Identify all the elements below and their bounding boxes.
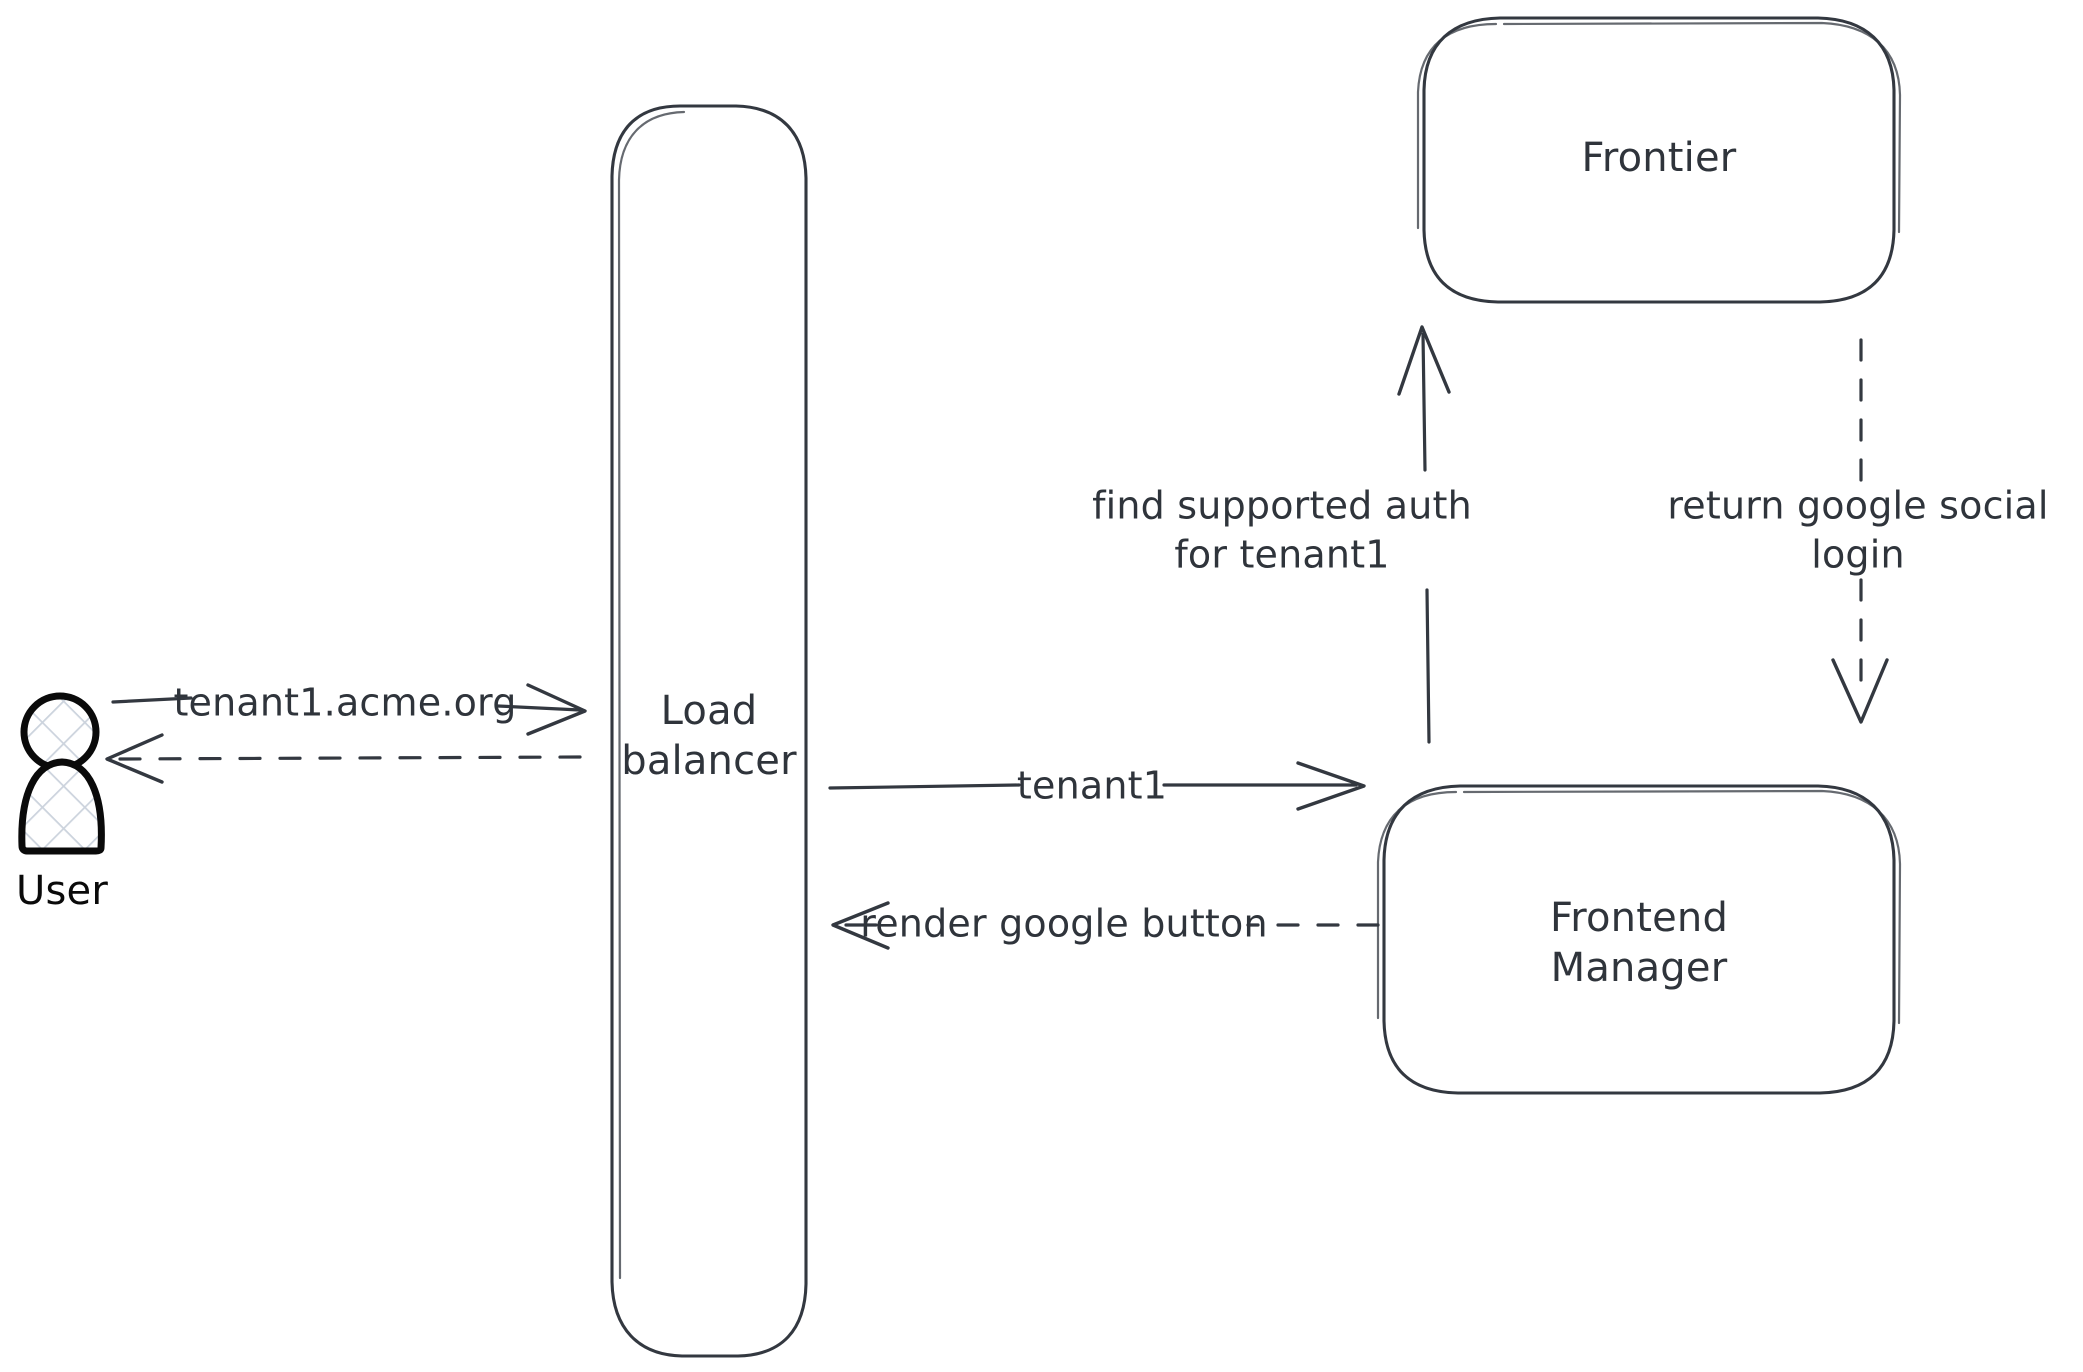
edge-lb-fm-arrowhead	[1296, 761, 1366, 811]
edge-frontier-fm-label-line1: return google social	[1667, 484, 2048, 528]
user-body-icon	[18, 758, 105, 855]
edge-fm-frontier-arrowhead	[1397, 325, 1451, 396]
edge-fm-lb-label: render google button	[860, 902, 1268, 946]
edge-fm-frontier-label-line1: find supported auth	[1092, 484, 1472, 528]
edge-fm-frontier-upper-stub	[1421, 332, 1427, 472]
load-balancer-label-line2: balancer	[621, 738, 797, 784]
edge-load-balancer-to-user[interactable]	[105, 733, 582, 784]
edge-lb-user-arrowhead	[105, 733, 164, 784]
edge-user-lb-left-stub	[111, 696, 193, 704]
edge-lb-fm-left-stub	[828, 783, 1021, 790]
user-actor-label: User	[16, 868, 108, 914]
frontier-label: Frontier	[1582, 135, 1737, 181]
user-head-icon	[20, 692, 100, 772]
frontend-manager-label-line2: Manager	[1551, 945, 1728, 991]
user-actor[interactable]: User	[16, 692, 108, 914]
frontier-outline	[1422, 16, 1896, 304]
edge-user-lb-arrowhead	[526, 683, 587, 736]
edge-fm-frontier-lower-stub	[1425, 588, 1431, 744]
frontend-manager-label-line1: Frontend	[1550, 895, 1728, 941]
load-balancer-label-line1: Load	[661, 688, 758, 734]
frontend-manager-outline	[1382, 784, 1896, 1095]
edge-load-balancer-to-frontend-manager[interactable]: tenant1	[828, 761, 1366, 811]
edge-user-to-load-balancer[interactable]: tenant1.acme.org	[111, 681, 587, 736]
edge-user-lb-right-stub	[496, 704, 582, 712]
edge-frontend-manager-to-load-balancer[interactable]: render google button	[831, 901, 1380, 950]
edge-frontier-fm-arrowhead	[1831, 658, 1889, 724]
frontend-manager-sketch-stroke	[1376, 789, 1902, 1025]
edge-fm-frontier-label-line2: for tenant1	[1174, 533, 1389, 577]
edge-lb-user-line	[118, 755, 582, 761]
frontier-node[interactable]: Frontier	[1416, 16, 1902, 304]
edge-frontend-manager-to-frontier[interactable]: find supported auth for tenant1	[1092, 325, 1472, 744]
edge-lb-fm-label: tenant1	[1017, 764, 1167, 808]
load-balancer-sketch-stroke	[617, 110, 686, 1280]
load-balancer-outline	[610, 104, 808, 1358]
edge-frontier-fm-label-line2: login	[1811, 533, 1905, 577]
edge-fm-lb-arrowhead	[831, 901, 890, 950]
load-balancer-node[interactable]: Load balancer	[610, 104, 808, 1358]
frontier-sketch-stroke	[1416, 21, 1902, 234]
edge-frontier-to-frontend-manager[interactable]: return google social login	[1667, 338, 2048, 724]
edge-user-lb-label: tenant1.acme.org	[173, 681, 516, 725]
frontend-manager-node[interactable]: Frontend Manager	[1376, 784, 1902, 1095]
